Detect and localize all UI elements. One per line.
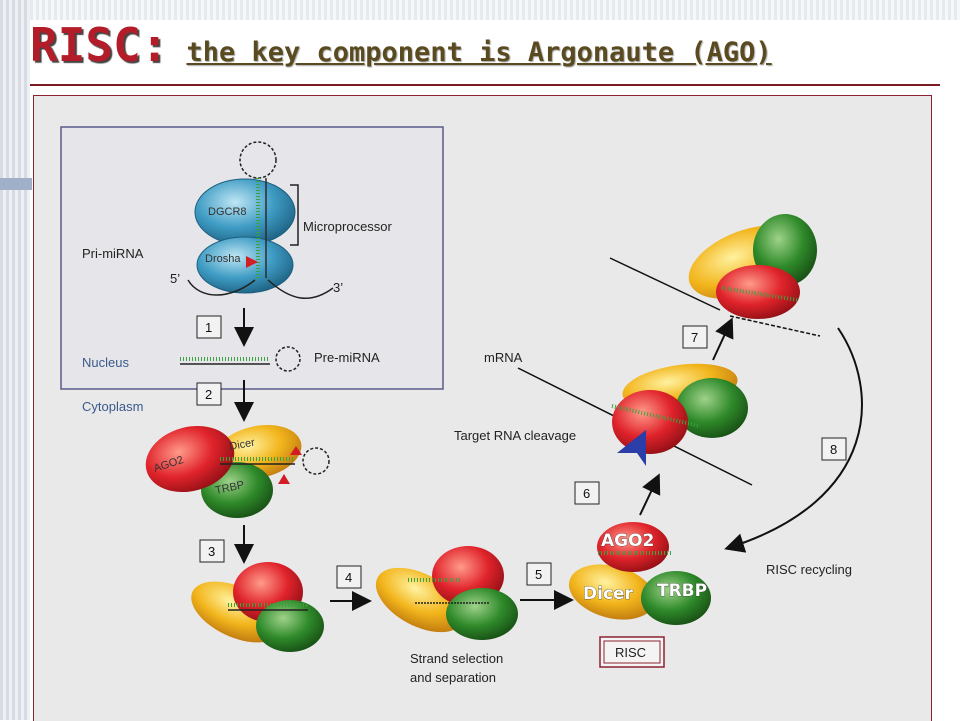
guide-strand-released [721,286,799,302]
risc-label: RISC [615,645,646,660]
mrna-label: mRNA [484,350,523,365]
risc-recycling-label: RISC recycling [766,562,852,577]
background-stripes-top [0,0,960,20]
step-box-2 [196,382,222,406]
cleavage-pointer-icon [617,430,646,466]
risc-label-box-inner [603,640,661,664]
step-box-3 [199,539,225,563]
step-number-8: 8 [830,442,837,457]
arrow-step-7 [712,317,734,361]
trbp-protein-cleavage [676,378,748,438]
pre-mirna-loop [275,346,301,372]
dicer-loop [302,447,330,475]
ago2-protein-risc [597,522,669,572]
background-stripes-left [0,0,30,720]
strand-selection-label-line-1: Strand selection [410,651,503,666]
title-main: RISC: [30,18,169,72]
pri-mirna-tail [187,279,334,299]
trbp-protein-risc [641,571,711,625]
slide-accent-tab [0,178,32,190]
step-box-5 [526,562,552,586]
arrow-step-6 [639,473,661,516]
trbp-label: TRBP [214,479,245,497]
step-number-7: 7 [691,330,698,345]
trbp-protein-loading [256,600,324,652]
step-number-6: 6 [583,486,590,501]
trbp-label-risc: TRBP [657,581,707,601]
title-subtitle: the key component is Argonaute (AGO) [186,37,772,68]
step-number-3: 3 [208,544,215,559]
step-number-4: 4 [345,570,352,585]
step-number-1: 1 [205,320,212,335]
dicer-cut-marker-bottom [278,474,290,484]
dicer-label-risc: Dicer [583,584,634,604]
drosha-label: Drosha [205,253,241,265]
step-number-2: 2 [205,387,212,402]
drosha-protein [196,236,294,294]
step-box-1 [196,315,222,339]
ago2-protein-dicer-complex [145,425,235,493]
pri-mirna-label: Pri-miRNA [82,246,144,261]
microprocessor-label: Microprocessor [303,219,393,234]
strand-selection-label-line-2: and separation [410,670,496,685]
step-number-5: 5 [535,567,542,582]
pre-mirna-label: Pre-miRNA [314,350,380,365]
microprocessor-bracket [290,184,299,246]
guide-strand-cleavage [611,404,701,428]
dicer-label: Dicer [228,437,256,453]
cleaved-mrna-fragment-right [729,315,821,337]
three-prime-label: 3’ [333,280,343,295]
target-cleavage-label: Target RNA cleavage [454,428,576,443]
title-underline [30,84,940,86]
ago2-label-risc: AGO2 [601,531,654,551]
step-box-7 [682,325,708,349]
dicer-protein-risc [568,564,656,620]
step-box-4 [336,565,362,589]
trbp-protein-selection [446,588,518,640]
risc-label-box-outer [599,636,665,668]
cytoplasm-label: Cytoplasm [82,399,143,414]
ago2-protein-cleavage [612,390,688,454]
cleaved-mrna-fragment-left [609,257,721,311]
pri-mirna-loop [239,141,277,179]
nucleus-label: Nucleus [82,355,129,370]
five-prime-label: 5’ [170,271,180,286]
step-box-8 [821,437,847,461]
drosha-cut-marker [246,256,258,268]
slide-title: RISC: the key component is Argonaute (AGO… [30,18,940,90]
dgcr8-label: DGCR8 [208,206,247,218]
step-box-6 [574,481,600,505]
risc-recycling-arrow [724,327,863,553]
dicer-cut-marker-top [290,446,302,455]
